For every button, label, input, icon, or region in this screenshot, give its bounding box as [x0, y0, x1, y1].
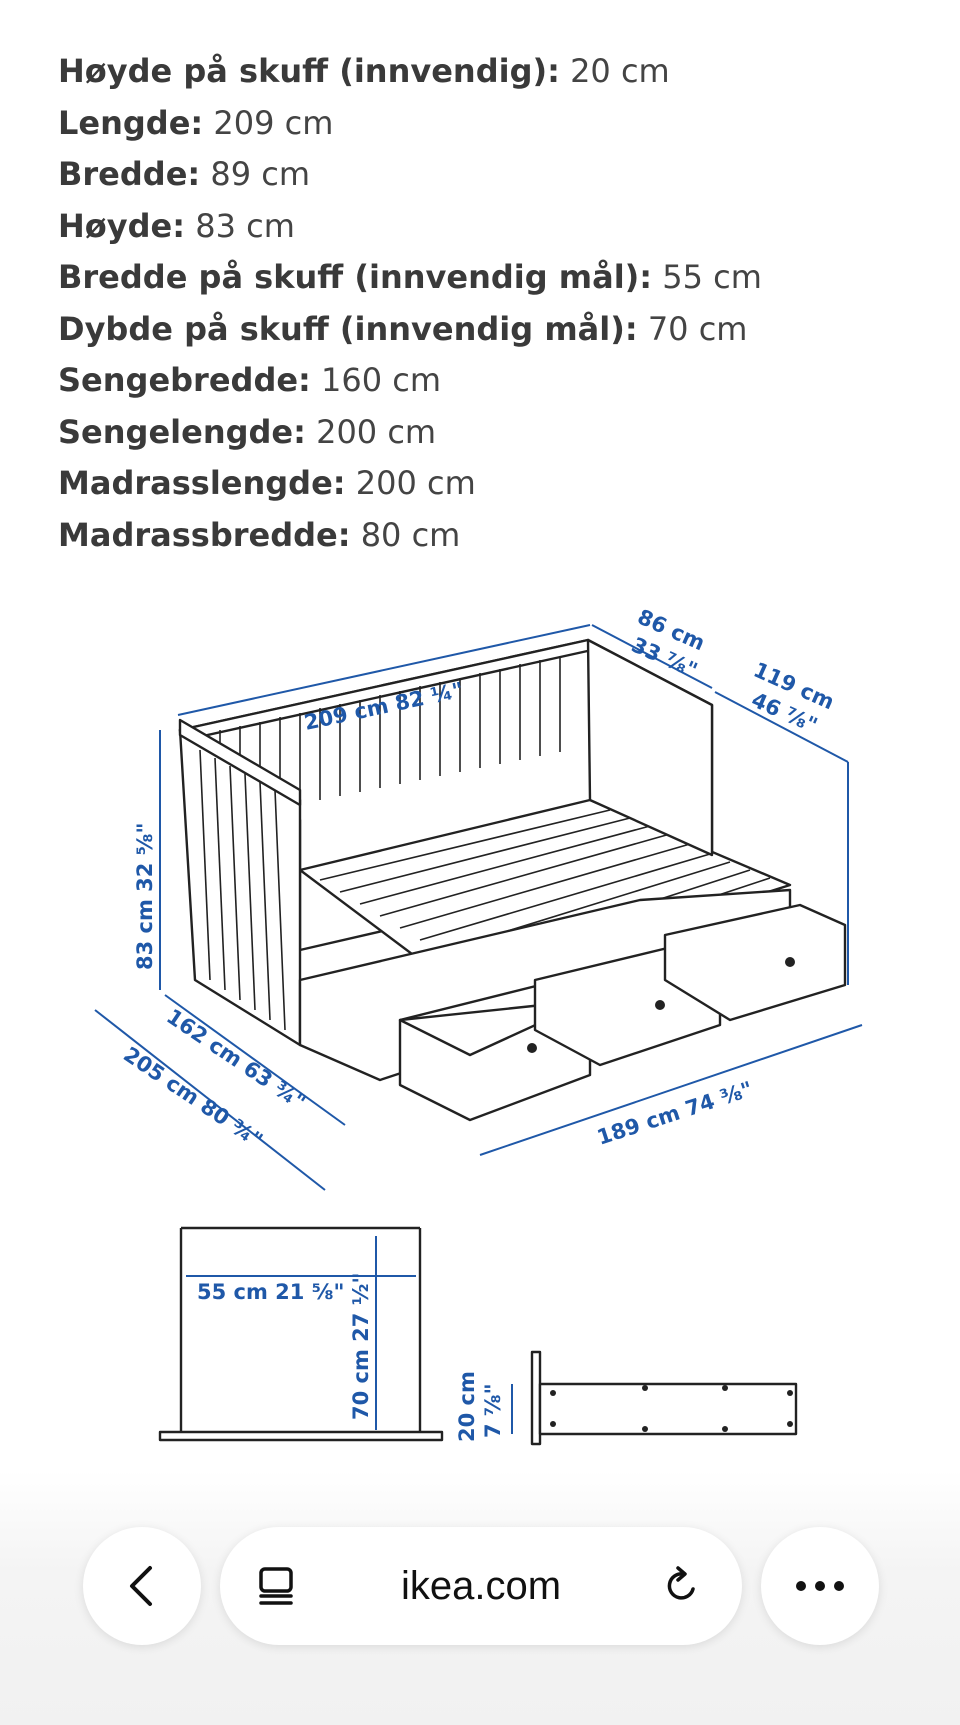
address-bar[interactable]: ikea.com	[220, 1527, 742, 1645]
reload-icon	[667, 1566, 695, 1600]
more-options-button[interactable]	[761, 1527, 879, 1645]
chevron-left-icon	[130, 1566, 152, 1606]
dim-height-label: 83 cm 32 ⅝"	[133, 823, 157, 970]
dim-drawer-width-label: 55 cm 21 ⅝"	[197, 1280, 344, 1304]
spec-drawer-height: Høyde på skuff (innvendig): 20 cm	[58, 52, 670, 90]
dim-drawer-height-label: 20 cm	[455, 1371, 479, 1442]
spec-width: Bredde: 89 cm	[58, 155, 311, 193]
dim-drawer-depth-label: 70 cm 27 ½"	[349, 1273, 373, 1420]
spec-mattress-length: Madrasslengde: 200 cm	[58, 464, 476, 502]
drawer-right	[663, 903, 847, 1022]
spec-bed-length: Sengelengde: 200 cm	[58, 412, 437, 451]
spec-drawer-depth: Dybde på skuff (innvendig mål): 70 cm	[58, 309, 748, 348]
drawer-side-view	[511, 1350, 798, 1446]
product-dimension-drawing: 209 cm 82 ¼" 86 cm 33 ⅞" 119 cm 46 ⅞" 83…	[94, 605, 863, 1446]
daybed-illustration	[178, 638, 847, 1122]
tab-switcher-button[interactable]	[252, 1562, 300, 1610]
spec-length: Lengde: 209 cm	[58, 103, 334, 142]
drawer-top-view	[158, 1226, 444, 1442]
spec-bed-width: Sengebredde: 160 cm	[58, 361, 442, 399]
product-specs: Høyde på skuff (innvendig): 20 cm Lengde…	[58, 46, 762, 561]
spec-height: Høyde: 83 cm	[58, 206, 295, 245]
dimension-lines	[94, 624, 863, 1191]
spec-mattress-width: Madrassbredde: 80 cm	[58, 515, 461, 554]
more-dots-icon	[796, 1581, 844, 1591]
reload-button[interactable]	[658, 1562, 706, 1610]
spec-drawer-width: Bredde på skuff (innvendig mål): 55 cm	[58, 258, 762, 296]
tab-switcher-icon	[259, 1567, 293, 1605]
dim-drawer-height-in-label: 7 ⅞"	[481, 1383, 505, 1438]
url-text[interactable]: ikea.com	[400, 1564, 562, 1608]
back-button[interactable]	[83, 1527, 201, 1645]
